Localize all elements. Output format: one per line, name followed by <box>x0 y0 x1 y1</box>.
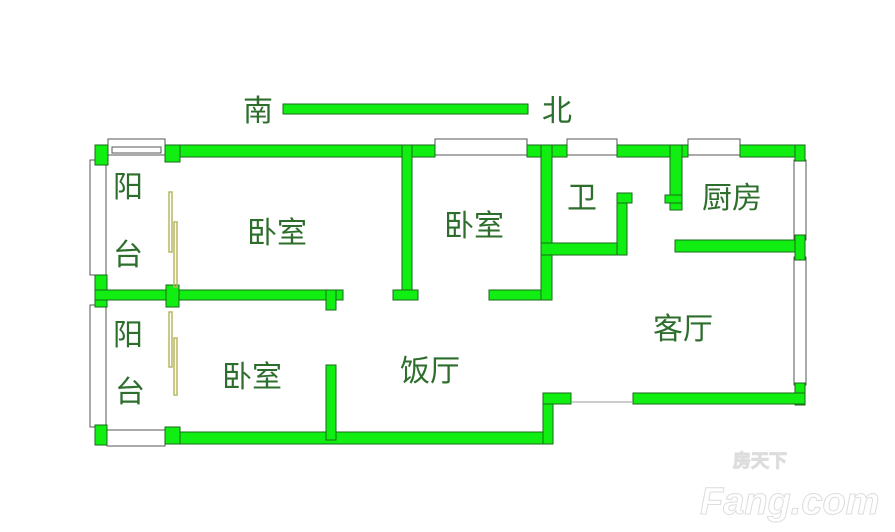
balcony-top-label-1: 阳 <box>113 170 143 205</box>
kitchen-label: 厨房 <box>702 181 762 216</box>
walls <box>94 144 806 446</box>
balcony-bottom-label-2: 台 <box>115 375 145 410</box>
watermark-brand: Fang.com <box>700 481 879 523</box>
sliding-doors <box>168 191 178 396</box>
compass-south-label: 南 <box>243 94 273 129</box>
watermark-cn: 房天下 <box>733 450 787 471</box>
bedroom-2-label: 卧室 <box>444 209 504 244</box>
balcony-top-label-2: 台 <box>113 238 143 273</box>
dining-room-label: 饭厅 <box>400 354 460 389</box>
fang-logo-watermark: 房天下 Fang.com <box>700 450 880 524</box>
bedroom-1-label: 卧室 <box>247 216 307 251</box>
compass-north-label: 北 <box>542 94 572 129</box>
bedroom-3-label: 卧室 <box>222 360 282 395</box>
balcony-bottom-label-1: 阳 <box>113 318 143 353</box>
living-room-label: 客厅 <box>653 312 713 347</box>
compass-line <box>282 103 529 115</box>
bathroom-label: 卫 <box>567 181 597 216</box>
